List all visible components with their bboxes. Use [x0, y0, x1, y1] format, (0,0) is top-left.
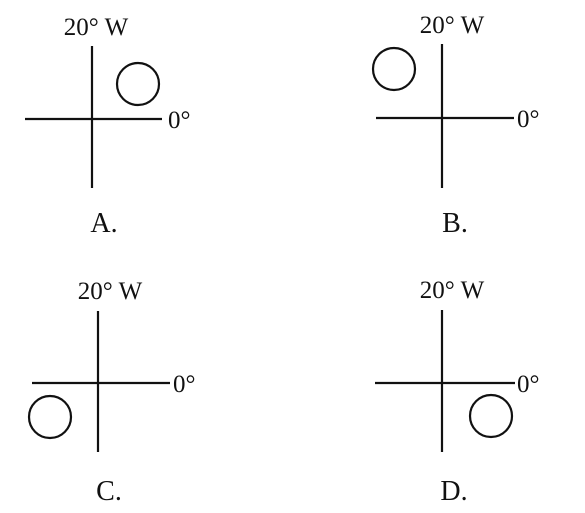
option-c-circle: [27, 394, 73, 440]
option-b-top-label: 20° W: [420, 12, 485, 39]
option-c-panel: 20° W 0° C.: [27, 278, 196, 507]
option-d-panel: 20° W 0° D.: [375, 277, 540, 507]
option-a-circle: [115, 61, 161, 107]
option-c-right-label: 0°: [173, 371, 196, 398]
option-d-letter: D.: [440, 476, 467, 507]
option-d-right-label: 0°: [517, 371, 540, 398]
option-c-top-label: 20° W: [78, 278, 143, 305]
option-b-letter: B.: [442, 208, 468, 239]
option-b-panel: 20° W 0° B.: [371, 12, 540, 239]
option-c-letter: C.: [96, 476, 122, 507]
option-d-top-label: 20° W: [420, 277, 485, 304]
option-a-top-label: 20° W: [64, 14, 129, 41]
option-d-circle: [468, 393, 514, 439]
option-a-letter: A.: [90, 208, 117, 239]
option-a-right-label: 0°: [168, 107, 191, 134]
option-a-panel: 20° W 0° A.: [25, 14, 191, 239]
option-b-circle: [371, 46, 417, 92]
option-b-right-label: 0°: [517, 106, 540, 133]
